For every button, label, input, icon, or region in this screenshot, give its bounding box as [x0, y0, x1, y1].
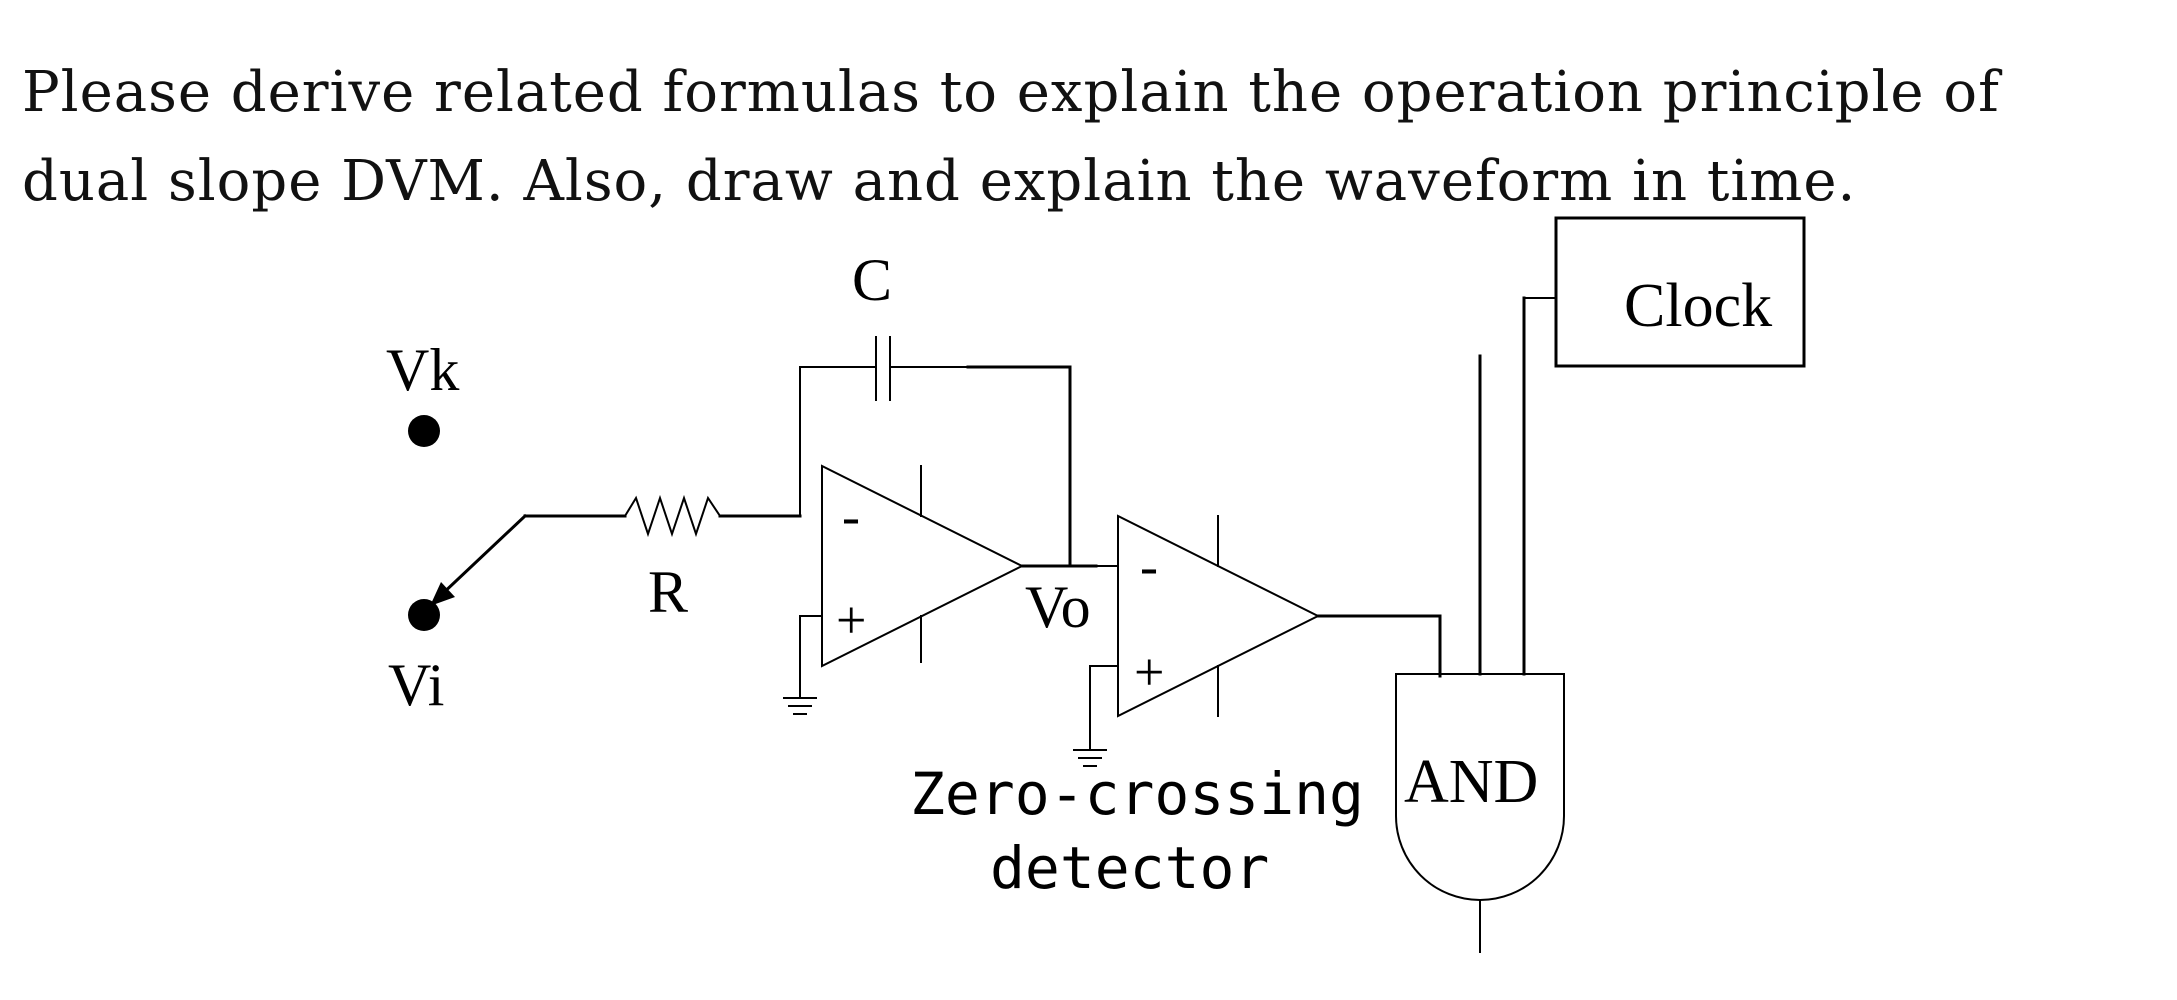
vk-label: Vk — [386, 337, 459, 403]
detector-label-line1: Zero-crossing — [910, 760, 1364, 828]
question-text: Please derive related formulas to explai… — [22, 60, 2000, 214]
vi-terminal — [408, 599, 440, 631]
integrator-minus-label: - — [842, 486, 860, 546]
clock-box — [1554, 216, 1806, 368]
resistor-label: R — [648, 559, 688, 625]
comparator-minus-label: - — [1140, 536, 1158, 596]
and-gate — [1395, 673, 1565, 901]
ground-symbol-1 — [783, 697, 817, 715]
selector-switch — [430, 513, 528, 606]
ground-symbol-2 — [1073, 749, 1107, 767]
comparator-plus-label: + — [1134, 642, 1164, 702]
vo-label: Vo — [1025, 574, 1091, 640]
vi-label: Vi — [388, 652, 444, 718]
resistor-symbol — [623, 494, 722, 538]
capacitor-symbol — [875, 336, 891, 401]
detector-label-line2: detector — [990, 834, 1269, 902]
clock-label: Clock — [1624, 272, 1772, 340]
comparator-opamp — [1117, 514, 1321, 718]
integrator-plus-label: + — [836, 590, 866, 650]
vk-terminal — [408, 415, 440, 447]
capacitor-label: C — [852, 247, 892, 313]
integrator-opamp — [821, 464, 1025, 668]
and-gate-label: AND — [1404, 748, 1538, 816]
